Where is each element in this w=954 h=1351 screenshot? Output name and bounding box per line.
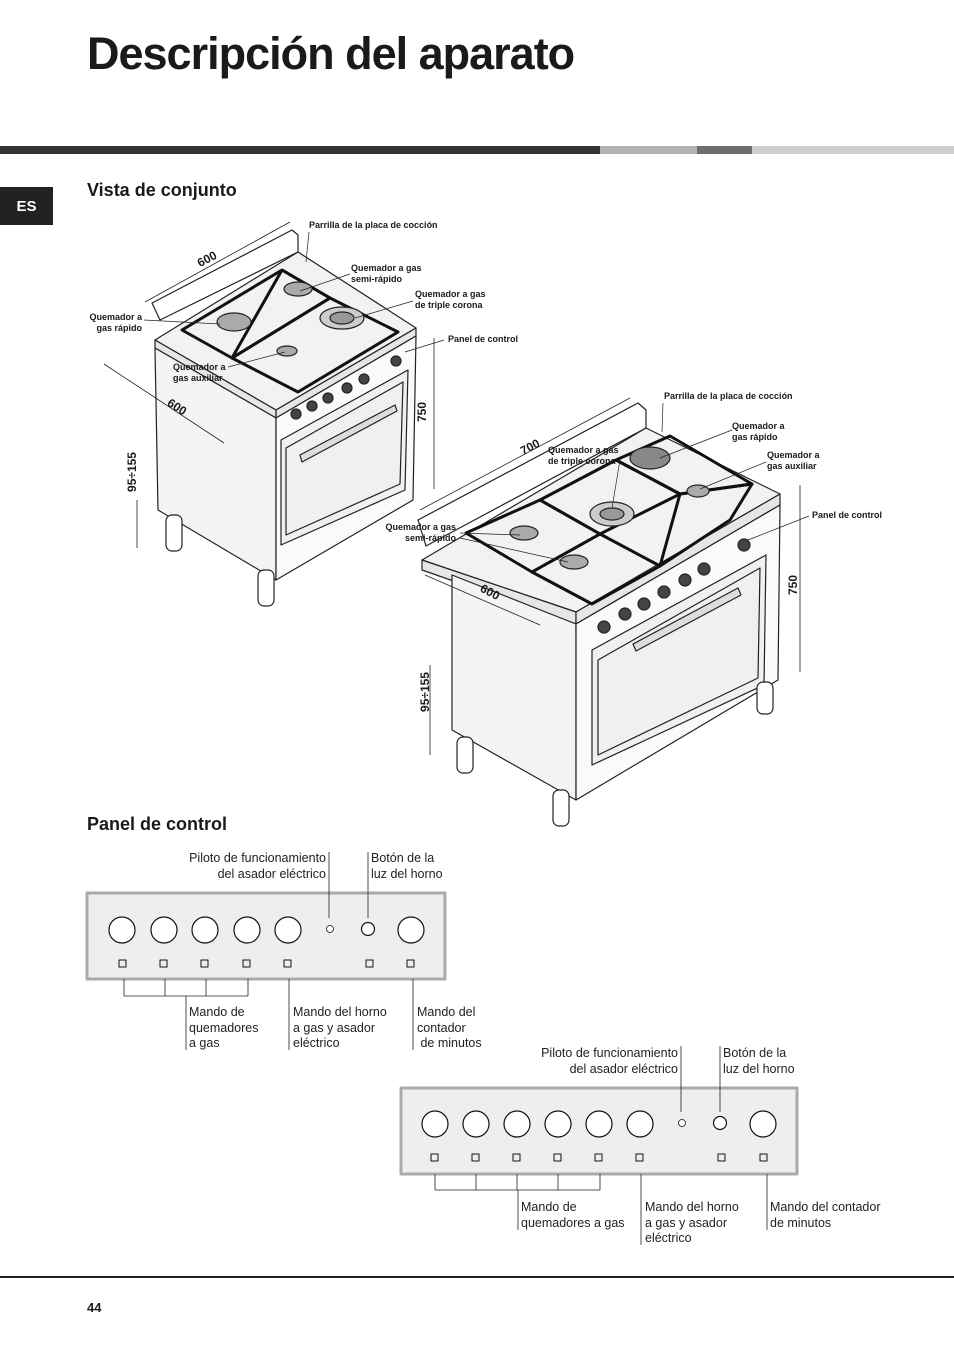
label-large-rapid: Quemador a gas rápido [732, 421, 785, 442]
label-large-control-panel: Panel de control [812, 510, 883, 520]
header-band-gray [600, 146, 697, 154]
caption-large-gas-knobs: Mando de quemadores a gas [521, 1200, 625, 1230]
label-large-auxiliary: Quemador a gas auxiliar [767, 450, 820, 471]
caption-large-oven-knob: Mando del horno a gas y asador eléctrico [645, 1200, 739, 1245]
dimension-small-height: 750 [415, 401, 430, 423]
cooker-large-drawing [417, 397, 810, 827]
label-small-grid: Parrilla de la placa de cocción [309, 220, 438, 230]
control-panel-small-drawing [85, 852, 447, 1050]
section-title-control-panel: Panel de control [87, 814, 228, 834]
page-title: Descripción del aparato [87, 28, 575, 79]
language-tab[interactable]: ES [0, 187, 53, 225]
caption-large-light-button: Botón de la luz del horno [723, 1046, 795, 1076]
label-small-auxiliary: Quemador a gas auxiliar [173, 362, 226, 383]
label-small-control-panel: Panel de control [448, 334, 519, 344]
header-band-light [752, 146, 954, 154]
caption-large-timer-knob: Mando del contador de minutos [770, 1200, 881, 1230]
label-small-semi-rapid: Quemador a gas semi-rápido [351, 263, 422, 284]
cooker-small-drawing [103, 221, 445, 607]
caption-small-timer-knob: Mando del contador de minutos [417, 1005, 482, 1050]
caption-small-pilot: Piloto de funcionamiento del asador eléc… [189, 851, 326, 881]
header-band-mid [697, 146, 752, 154]
control-panel-large-drawing [399, 1046, 799, 1245]
section-title-overview: Vista de conjunto [87, 180, 237, 200]
caption-large-pilot: Piloto de funcionamiento del asador eléc… [541, 1046, 678, 1076]
label-large-semi-rapid: Quemador a gas semi-rápido [385, 522, 456, 543]
dimension-large-height: 750 [786, 574, 801, 596]
page-number: 44 [87, 1300, 102, 1315]
caption-small-oven-knob: Mando del horno a gas y asador eléctrico [293, 1005, 387, 1050]
label-large-triple-crown: Quemador a gas de triple corona [548, 445, 619, 466]
footer-divider [0, 1276, 954, 1278]
label-large-grid: Parrilla de la placa de cocción [664, 391, 793, 401]
caption-small-light-button: Botón de la luz del horno [371, 851, 443, 881]
dimension-small-legs: 95÷155 [124, 452, 139, 492]
label-small-rapid: Quemador a gas rápido [89, 312, 142, 333]
label-small-triple-crown: Quemador a gas de triple corona [415, 289, 486, 310]
dimension-large-legs: 95÷155 [417, 672, 432, 712]
header-band-dark [0, 146, 600, 154]
caption-small-gas-knobs: Mando de quemadores a gas [189, 1005, 259, 1050]
